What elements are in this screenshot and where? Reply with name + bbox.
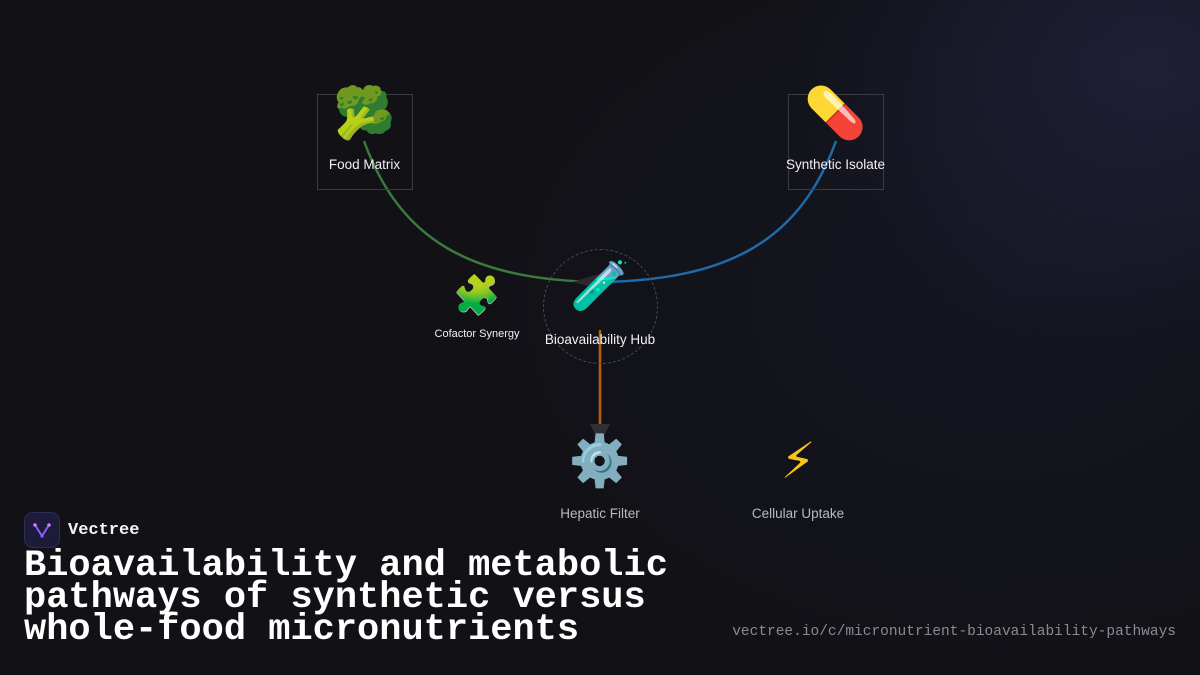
gear-icon: ⚙️ [568,432,632,490]
logo-mark [33,523,51,538]
node-hepatic-filter[interactable]: ⚙️ Hepatic Filter [550,432,650,524]
broccoli-icon: 🥦 [333,84,396,142]
brand[interactable]: Vectree [24,512,139,548]
page-title: Bioavailability and metabolic pathways o… [24,545,668,651]
edge-arrowhead-down [590,424,610,444]
node-bioavailability-hub[interactable]: 🧪 Bioavailability Hub [540,258,660,350]
synthetic-isolate-box [788,94,884,190]
puzzle-piece-icon: 🧩 [453,273,501,317]
node-food-matrix[interactable]: 🥦 Food Matrix [317,84,412,188]
hub-ring [543,249,658,364]
synthetic-isolate-label: Synthetic Isolate [785,157,886,172]
hepatic-filter-label: Hepatic Filter [560,506,640,521]
food-matrix-label: Food Matrix [328,157,401,172]
vectree-logo-icon [24,512,60,548]
node-cofactor-synergy[interactable]: 🧩 Cofactor Synergy [427,272,527,346]
food-matrix-box [317,94,413,190]
pill-icon: 💊 [804,84,867,142]
cofactor-synergy-label: Cofactor Synergy [434,328,520,340]
node-cellular-uptake[interactable]: ⚡ Cellular Uptake [748,432,848,524]
test-tube-icon: 🧪 [570,258,630,314]
node-synthetic-isolate[interactable]: 💊 Synthetic Isolate [785,84,886,188]
cellular-uptake-label: Cellular Uptake [751,506,845,521]
lightning-icon: ⚡ [780,432,816,490]
source-url[interactable]: vectree.io/c/micronutrient-bioavailabili… [732,624,1176,640]
bioavailability-hub-label: Bioavailability Hub [544,332,656,347]
brand-name: Vectree [68,520,140,540]
